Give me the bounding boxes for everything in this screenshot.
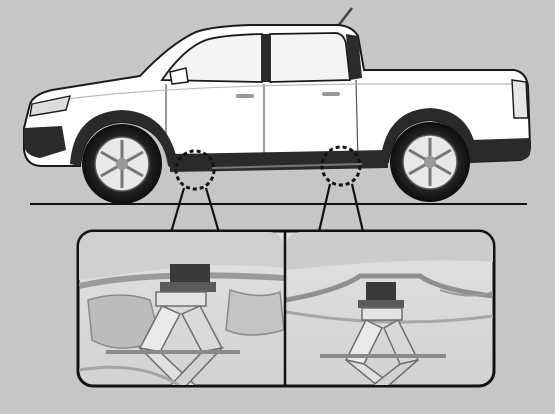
side-mirror: [169, 67, 189, 85]
front-leader-line: [168, 187, 222, 237]
front-jacking-point-marker: [174, 149, 216, 191]
front-bumper: [24, 126, 66, 158]
front-wheel: [82, 124, 162, 204]
rear-leader-line: [316, 183, 366, 237]
rear-wheel: [390, 122, 470, 202]
rear-jacking-point-marker: [320, 145, 362, 187]
front-scissor-jack: [106, 291, 240, 385]
pickup-truck: [23, 7, 532, 204]
rear-jack-detail: [286, 232, 493, 385]
headlight: [29, 95, 71, 117]
tail-light: [511, 79, 529, 119]
front-jack-detail: [79, 232, 284, 385]
rear-scissor-jack: [320, 307, 446, 385]
rocker-panel: [170, 150, 388, 172]
